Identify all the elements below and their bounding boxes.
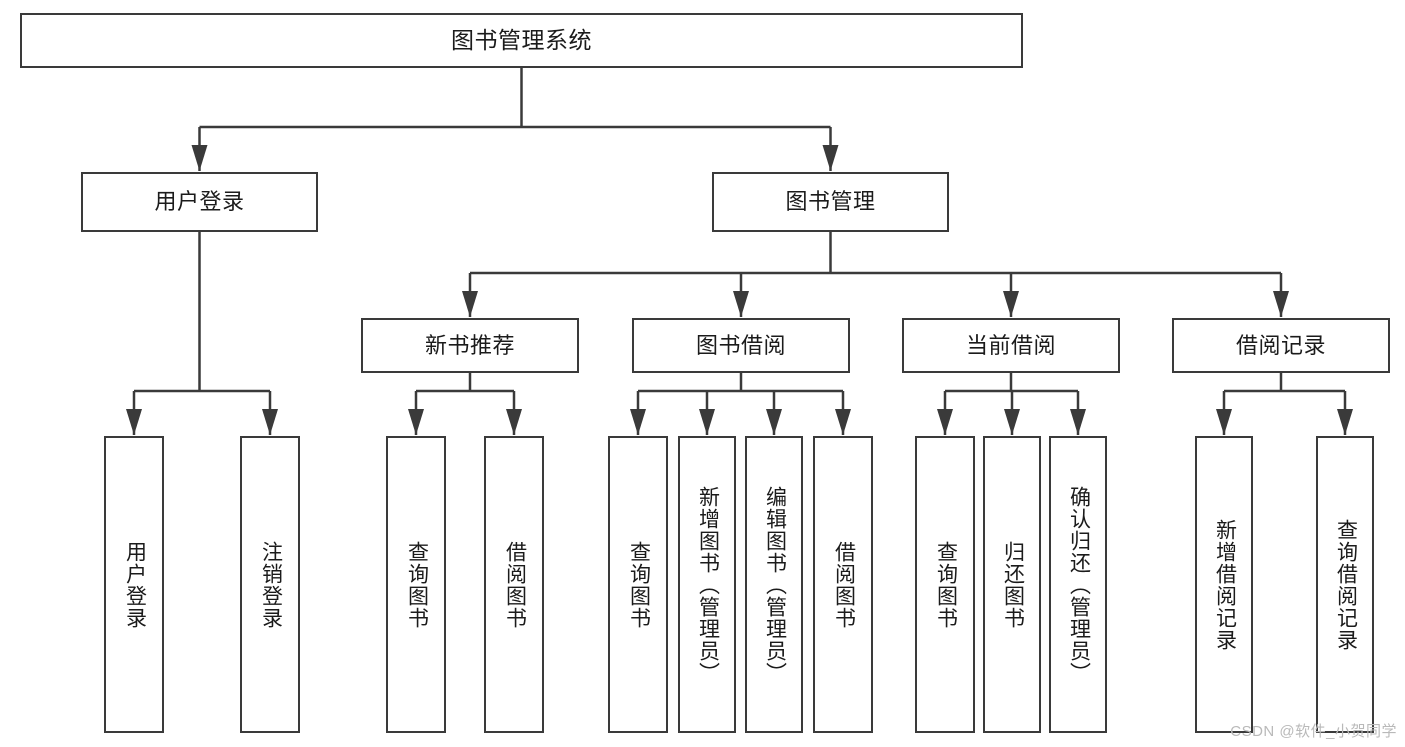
node-label: 图书管理系统: [451, 27, 592, 54]
arrow-head-icon: [766, 409, 782, 435]
arrow-head-icon: [699, 409, 715, 435]
node-records[interactable]: 借阅记录: [1172, 318, 1390, 373]
node-l-login[interactable]: 用户登录: [104, 436, 164, 733]
node-label: 借阅图书: [503, 540, 527, 629]
arrow-head-icon: [506, 409, 522, 435]
node-label: 借阅记录: [1235, 332, 1326, 358]
arrow-head-icon: [1273, 291, 1289, 317]
node-login[interactable]: 用户登录: [81, 172, 318, 232]
node-l-cu-query[interactable]: 查询图书: [915, 436, 975, 733]
node-label: 用户登录: [123, 540, 147, 629]
node-label: 查询借阅记录: [1334, 518, 1358, 651]
arrow-head-icon: [835, 409, 851, 435]
node-l-bw-lend[interactable]: 借阅图书: [813, 436, 873, 733]
node-l-bw-edit[interactable]: 编辑图书（管理员）: [745, 436, 803, 733]
node-l-bw-query[interactable]: 查询图书: [608, 436, 668, 733]
node-borrow[interactable]: 图书借阅: [632, 318, 850, 373]
arrow-head-icon: [462, 291, 478, 317]
node-l-rc-add[interactable]: 新增借阅记录: [1195, 436, 1253, 733]
node-l-cu-conf[interactable]: 确认归还（管理员）: [1049, 436, 1107, 733]
arrow-head-icon: [1003, 291, 1019, 317]
node-l-cu-return[interactable]: 归还图书: [983, 436, 1041, 733]
node-label: 新增图书（管理员）: [696, 485, 720, 684]
node-label: 注销登录: [259, 540, 283, 629]
node-newbook[interactable]: 新书推荐: [361, 318, 579, 373]
node-l-rc-query[interactable]: 查询借阅记录: [1316, 436, 1374, 733]
node-label: 新增借阅记录: [1213, 518, 1237, 651]
arrow-head-icon: [408, 409, 424, 435]
arrow-head-icon: [937, 409, 953, 435]
node-label: 图书借阅: [695, 332, 786, 358]
node-bookmgmt[interactable]: 图书管理: [712, 172, 949, 232]
arrow-head-icon: [191, 145, 208, 171]
node-root[interactable]: 图书管理系统: [20, 13, 1023, 68]
node-label: 用户登录: [154, 189, 245, 215]
node-label: 查询图书: [405, 540, 429, 629]
arrow-head-icon: [822, 145, 839, 171]
node-label: 查询图书: [934, 540, 958, 629]
node-l-nb-query[interactable]: 查询图书: [386, 436, 446, 733]
node-label: 借阅图书: [832, 540, 856, 629]
node-l-logout[interactable]: 注销登录: [240, 436, 300, 733]
arrow-head-icon: [1070, 409, 1086, 435]
arrow-head-icon: [1004, 409, 1020, 435]
arrow-head-icon: [262, 409, 278, 435]
node-l-nb-borrow[interactable]: 借阅图书: [484, 436, 544, 733]
watermark: CSDN @软件_小贺同学: [1230, 723, 1397, 740]
arrow-head-icon: [1216, 409, 1232, 435]
node-label: 归还图书: [1001, 540, 1025, 629]
node-label: 查询图书: [627, 540, 651, 629]
node-label: 图书管理: [785, 189, 876, 215]
node-label: 确认归还（管理员）: [1067, 485, 1091, 684]
arrow-head-icon: [630, 409, 646, 435]
arrow-head-icon: [126, 409, 142, 435]
node-l-bw-add[interactable]: 新增图书（管理员）: [678, 436, 736, 733]
node-current[interactable]: 当前借阅: [902, 318, 1120, 373]
node-label: 当前借阅: [965, 332, 1056, 358]
arrow-head-icon: [1337, 409, 1353, 435]
arrow-head-icon: [733, 291, 749, 317]
node-label: 编辑图书（管理员）: [763, 485, 787, 684]
node-label: 新书推荐: [424, 332, 515, 358]
